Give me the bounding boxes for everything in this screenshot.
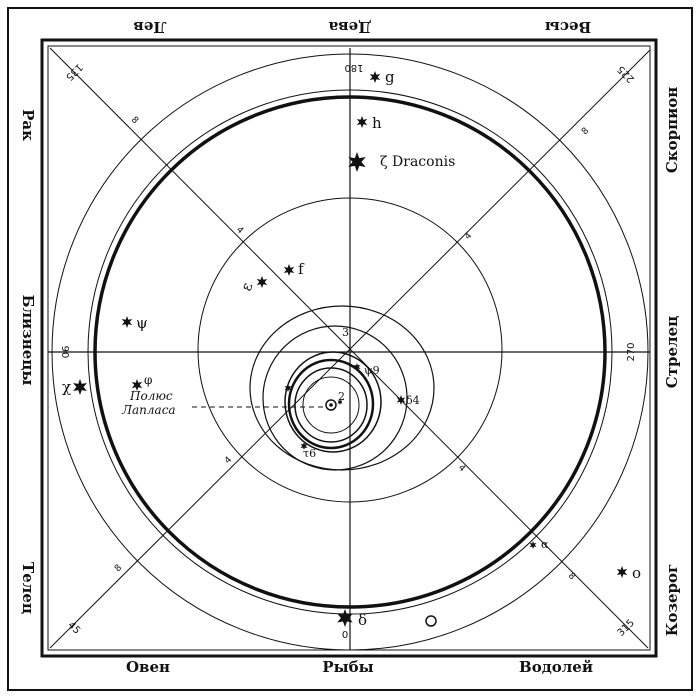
inner-orbit-3	[284, 351, 382, 453]
zodiac-top-left: Лев	[133, 18, 166, 36]
label-zeta-draconis: ζ Draconis	[380, 154, 455, 170]
star-epsilon	[256, 276, 268, 288]
mark-8-bl: 8	[113, 563, 124, 574]
degree-left: 90	[59, 346, 70, 359]
label-chi: χ	[62, 378, 71, 396]
zodiac-top-center: Дева	[328, 18, 371, 36]
label-h: h	[372, 114, 382, 132]
zodiac-left-middle: Близнецы	[19, 295, 37, 386]
mark-4-bl: 4	[223, 455, 234, 466]
star-zeta-draconis	[348, 152, 366, 172]
star-f	[283, 264, 295, 276]
label-tau6: τ6	[303, 447, 316, 460]
mark-4-br: 4	[456, 463, 467, 474]
inner-orbit-5	[294, 367, 368, 443]
label-delta4: δ4	[406, 394, 420, 407]
zodiac-top-right: Весы	[545, 18, 591, 36]
star-chi	[73, 379, 87, 395]
label-phi: φ	[144, 373, 152, 387]
star-inner-a	[284, 384, 292, 392]
laplace-pole-dot	[329, 403, 333, 407]
diagonal-tl-br	[49, 47, 649, 649]
middle-circle	[197, 197, 503, 503]
degree-bottom: 0	[342, 630, 348, 641]
diagonal-marks: 8 8 8 8 4 4 4 4	[113, 115, 591, 582]
degree-corner-br: 315	[616, 618, 637, 639]
label-psi9: ψ9	[364, 364, 380, 377]
mark-4-tr: 4	[463, 231, 474, 242]
star-tau6	[300, 442, 308, 450]
mark-8-tr: 8	[580, 126, 591, 137]
label-two: 2	[338, 390, 345, 403]
mark-8-tl: 8	[129, 115, 140, 126]
zodiac-bottom-right: Водолей	[519, 658, 593, 676]
star-inner-b	[337, 399, 343, 405]
diagonal-tr-bl	[49, 49, 651, 649]
star-o	[616, 566, 628, 578]
inner-border	[40, 38, 658, 658]
degree-corner-bl: 45	[65, 620, 82, 637]
label-alpha: α	[541, 538, 549, 551]
inner-orbit-6	[302, 376, 360, 434]
mark-8-br: 8	[566, 571, 577, 582]
label-three: 3	[342, 326, 349, 339]
star-delta4	[396, 395, 406, 405]
star-layer	[73, 71, 628, 627]
inner-orbit-2	[262, 325, 408, 471]
zodiac-labels: Лев Дева Весы Овен Рыбы Водолей Рак Близ…	[19, 18, 681, 676]
star-h	[356, 116, 368, 128]
bottom-circle-marker	[425, 615, 437, 627]
label-f: f	[298, 260, 305, 278]
zodiac-left-top: Рак	[19, 109, 37, 141]
label-psi: ψ	[136, 314, 148, 332]
star-psi9	[353, 363, 361, 371]
star-alpha	[529, 541, 537, 549]
outer-border	[7, 7, 693, 691]
mark-4-tl: 4	[234, 225, 245, 236]
precession-circle	[93, 95, 607, 609]
label-g: g	[385, 68, 395, 86]
star-delta	[337, 609, 353, 627]
star-g	[369, 71, 381, 83]
outer-circle	[51, 53, 649, 651]
laplace-line2: Лапласа	[121, 403, 176, 417]
degree-top: 180	[344, 62, 363, 73]
zodiac-right-middle: Стрелец	[663, 316, 681, 388]
label-o: o	[632, 564, 641, 582]
laplace-pole-marker	[325, 399, 337, 411]
star-psi	[121, 316, 133, 328]
star-labels: g h ζ Draconis f ε ψ χ φ δ o α δ4 ψ9 τ6 …	[62, 68, 641, 629]
star-phi	[131, 379, 143, 391]
degree-right: 270	[626, 342, 637, 361]
inner-orbit-4	[287, 358, 375, 450]
zodiac-right-bottom: Козерог	[663, 564, 681, 636]
zodiac-left-bottom: Телец	[19, 562, 37, 614]
zodiac-right-top: Скорпион	[663, 87, 681, 173]
label-delta: δ	[358, 611, 367, 629]
zodiac-bottom-center: Рыбы	[322, 658, 373, 676]
zodiac-bottom-left: Овен	[126, 658, 170, 676]
laplace-line1: Полюс	[129, 389, 173, 403]
label-epsilon: ε	[237, 280, 257, 294]
